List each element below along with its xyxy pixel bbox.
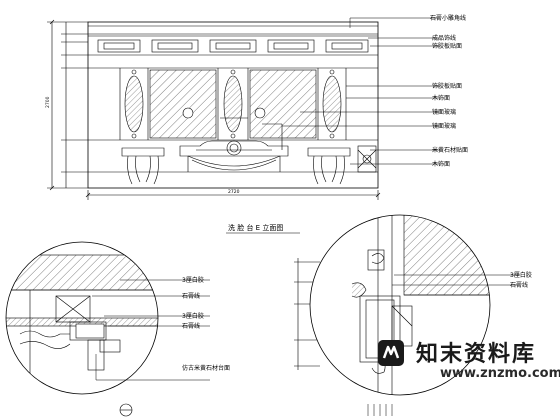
chair-right xyxy=(307,147,351,185)
cornice-molding xyxy=(88,25,378,37)
drawing-title: 洗 脸 台 E 立面图 xyxy=(228,223,283,232)
elevation-leaders xyxy=(282,17,440,165)
watermark-url: www.znzmo.com xyxy=(440,366,560,381)
wall-panels xyxy=(88,67,378,141)
label-veneer-panel: 饰胶板贴面 xyxy=(432,42,462,50)
chair-left xyxy=(121,147,165,185)
mirror-right xyxy=(249,69,317,139)
label-mirror: 镜面玻璃 xyxy=(432,108,456,116)
elevation-outline xyxy=(87,21,379,189)
detail-right-label-2: 石膏线 xyxy=(510,281,528,289)
detail-left-label-2: 石膏线 xyxy=(182,292,200,300)
label-stone-finish: 米黄石材贴面 xyxy=(432,146,468,154)
label-finished-trim: 成品饰线 xyxy=(432,34,456,42)
detail-left-label-3: 3厘白胶 xyxy=(182,312,204,320)
detail-right-dimension-chain xyxy=(294,258,320,370)
label-mirror-2: 镜面玻璃 xyxy=(432,122,456,130)
bottom-dimension-line xyxy=(85,190,381,200)
mirror-left xyxy=(149,69,217,139)
frieze-panels xyxy=(88,39,378,56)
overall-height-dimension: 2700 xyxy=(45,96,51,108)
detail-right-label-1: 3厘白胶 xyxy=(510,271,532,279)
detail-left-label-5: 仿古米黄石材台面 xyxy=(182,364,230,372)
detail-left-label-1: 3厘白胶 xyxy=(182,276,204,284)
label-veneer-panel-2: 饰胶板贴面 xyxy=(432,82,462,90)
label-wood-finish-2: 木饰面 xyxy=(432,160,450,168)
brand-logo-icon xyxy=(378,340,404,366)
watermark-brand: 知末资料库 xyxy=(416,342,537,367)
detail-left: 3厘白胶 石膏线 3厘白胶 石膏线 仿古米黄石材台面 xyxy=(5,241,230,395)
label-wood-finish: 木饰面 xyxy=(432,94,450,102)
detail-left-label-4: 石膏线 xyxy=(182,322,200,330)
elevation-drawing: 2700 2720 xyxy=(45,14,468,234)
section-marker-symbol xyxy=(119,403,133,417)
left-dimension-chain xyxy=(47,19,88,191)
wall-sconces xyxy=(182,107,283,150)
label-cornice: 石膏小雕角线 xyxy=(430,14,466,22)
bottom-tick-marks xyxy=(367,404,393,416)
vanity-counter xyxy=(179,140,289,172)
overall-width-dimension: 2720 xyxy=(228,189,240,195)
